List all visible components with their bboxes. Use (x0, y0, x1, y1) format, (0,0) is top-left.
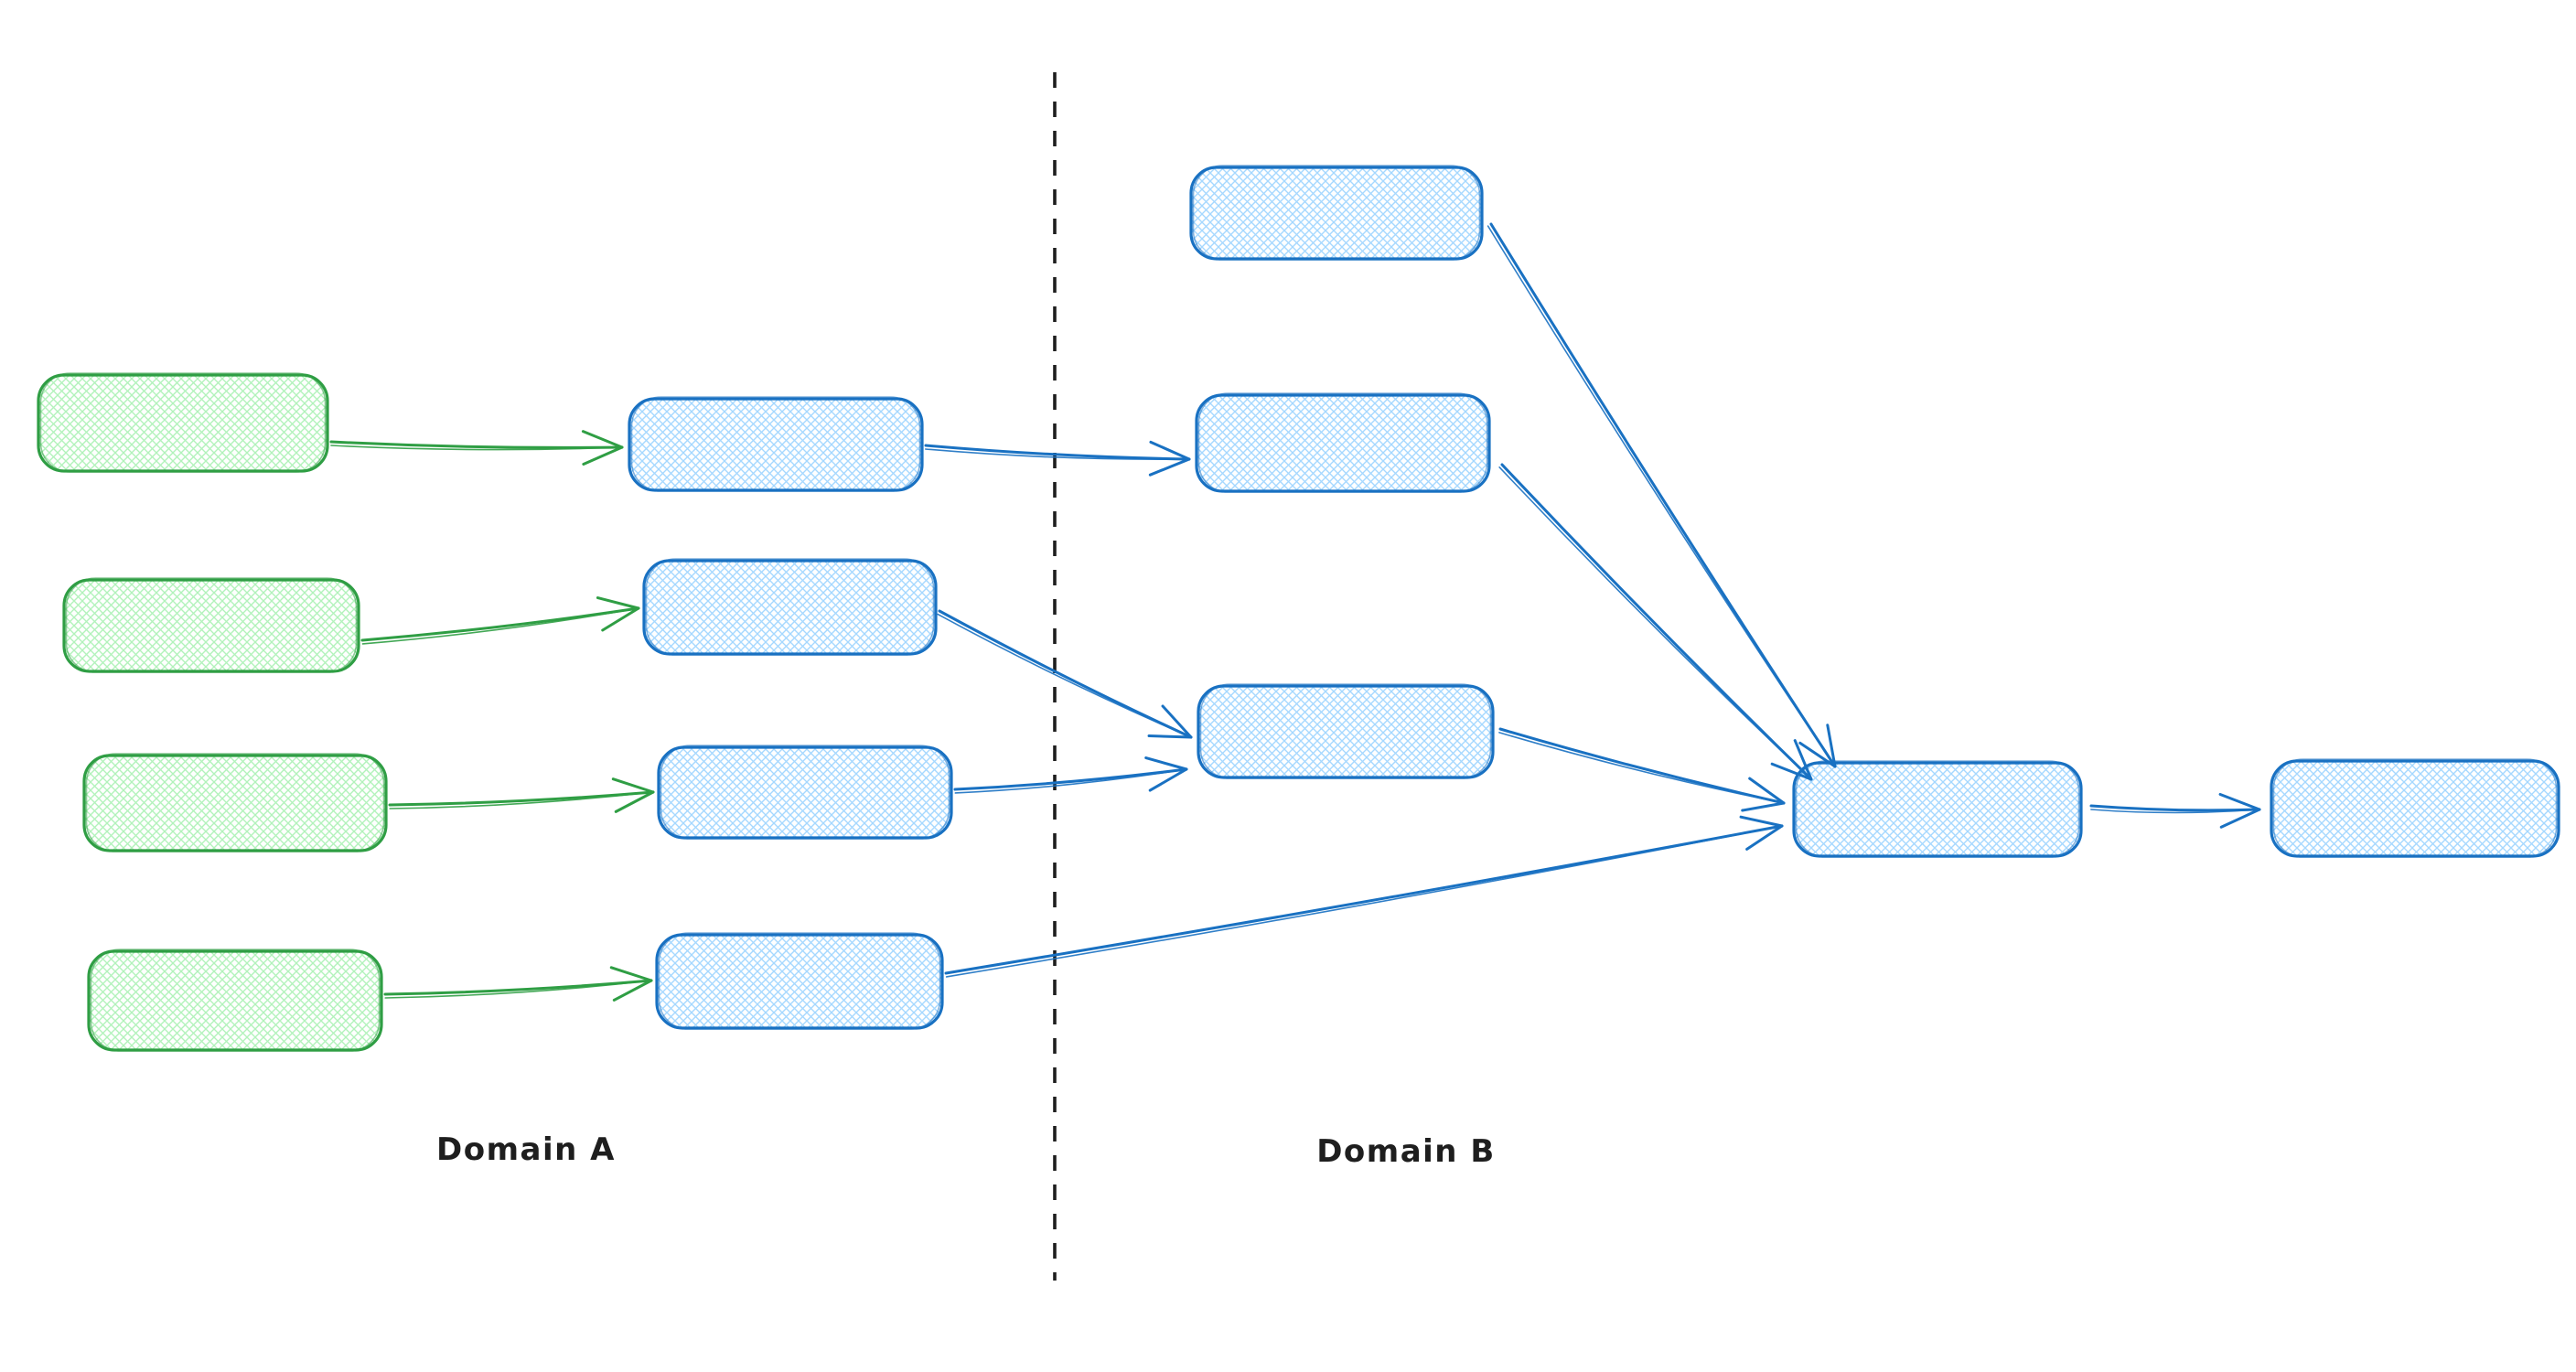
node-b2[interactable] (642, 558, 938, 656)
edge-b4-d1[interactable] (944, 815, 1784, 978)
edge-c1-d1[interactable] (1487, 222, 1837, 768)
node-a1[interactable] (37, 372, 329, 473)
node-c1[interactable] (1189, 165, 1484, 261)
edge-a3-b3[interactable] (388, 777, 655, 813)
node-e1[interactable] (2270, 758, 2560, 858)
edge-b1-c2[interactable] (924, 440, 1191, 477)
node-b4[interactable] (655, 932, 944, 1030)
node-b1[interactable] (628, 396, 924, 492)
edge-b3-c3[interactable] (953, 756, 1188, 794)
edge-c2-d1[interactable] (1498, 463, 1813, 781)
edge-a2-b2[interactable] (360, 596, 640, 645)
node-a4[interactable] (87, 949, 383, 1052)
node-a3[interactable] (82, 753, 388, 852)
diagram-render-root (37, 72, 2560, 1281)
node-c2[interactable] (1195, 392, 1491, 493)
node-b3[interactable] (657, 745, 953, 840)
edge-a1-b1[interactable] (329, 430, 624, 466)
node-c3[interactable] (1197, 683, 1495, 779)
node-d1[interactable] (1792, 760, 2083, 858)
domain-b-label[interactable]: Domain B (1316, 1133, 1496, 1170)
edge-a4-b4[interactable] (383, 966, 653, 1002)
edge-b2-c3[interactable] (937, 609, 1193, 739)
edge-c3-d1[interactable] (1498, 727, 1786, 812)
edge-d1-e1[interactable] (2089, 792, 2261, 829)
node-a2[interactable] (62, 577, 360, 673)
domain-a-label[interactable]: Domain A (436, 1131, 616, 1168)
